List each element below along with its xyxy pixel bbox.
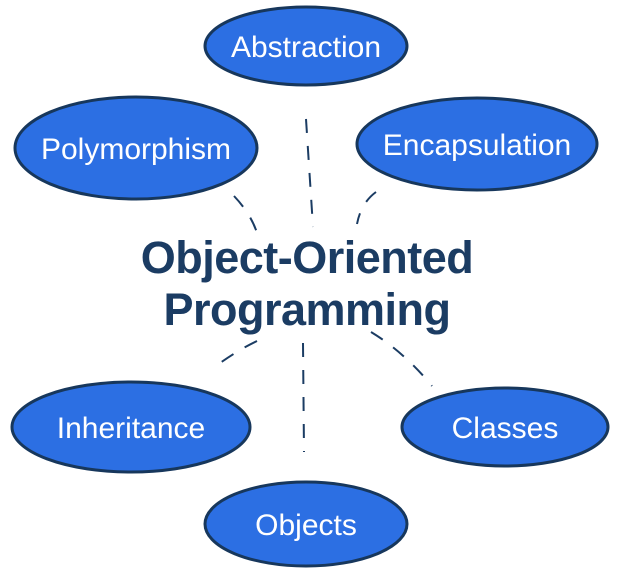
node-encapsulation-label: Encapsulation bbox=[383, 129, 571, 162]
node-abstraction: Abstraction bbox=[203, 5, 409, 87]
connector-center-encapsulation bbox=[356, 191, 377, 225]
node-encapsulation-shape bbox=[355, 96, 599, 192]
connector-center-abstraction bbox=[305, 118, 314, 228]
node-classes-shape bbox=[400, 386, 610, 468]
center-title-line2: Programming bbox=[163, 284, 450, 335]
center-title-line1: Object-Oriented bbox=[141, 232, 474, 283]
node-classes: Classes bbox=[400, 386, 610, 468]
node-inheritance-label: Inheritance bbox=[57, 412, 205, 445]
connector-center-polymorphism bbox=[233, 195, 258, 234]
node-classes-label: Classes bbox=[452, 412, 559, 445]
connector-center-classes bbox=[370, 331, 433, 387]
node-abstraction-shape bbox=[203, 5, 409, 87]
node-objects-shape bbox=[203, 480, 409, 568]
node-encapsulation: Encapsulation bbox=[355, 96, 599, 192]
center-title: Object-Oriented Programming bbox=[141, 232, 474, 335]
node-inheritance-shape bbox=[10, 380, 252, 474]
node-abstraction-label: Abstraction bbox=[231, 31, 381, 64]
node-polymorphism-label: Polymorphism bbox=[41, 133, 231, 166]
connector-center-objects bbox=[302, 342, 305, 453]
node-inheritance: Inheritance bbox=[10, 380, 252, 474]
node-polymorphism-shape bbox=[13, 95, 259, 201]
connector-center-inheritance bbox=[219, 340, 258, 364]
node-polymorphism: Polymorphism bbox=[13, 95, 259, 201]
node-objects-label: Objects bbox=[255, 509, 357, 542]
node-objects: Objects bbox=[203, 480, 409, 568]
